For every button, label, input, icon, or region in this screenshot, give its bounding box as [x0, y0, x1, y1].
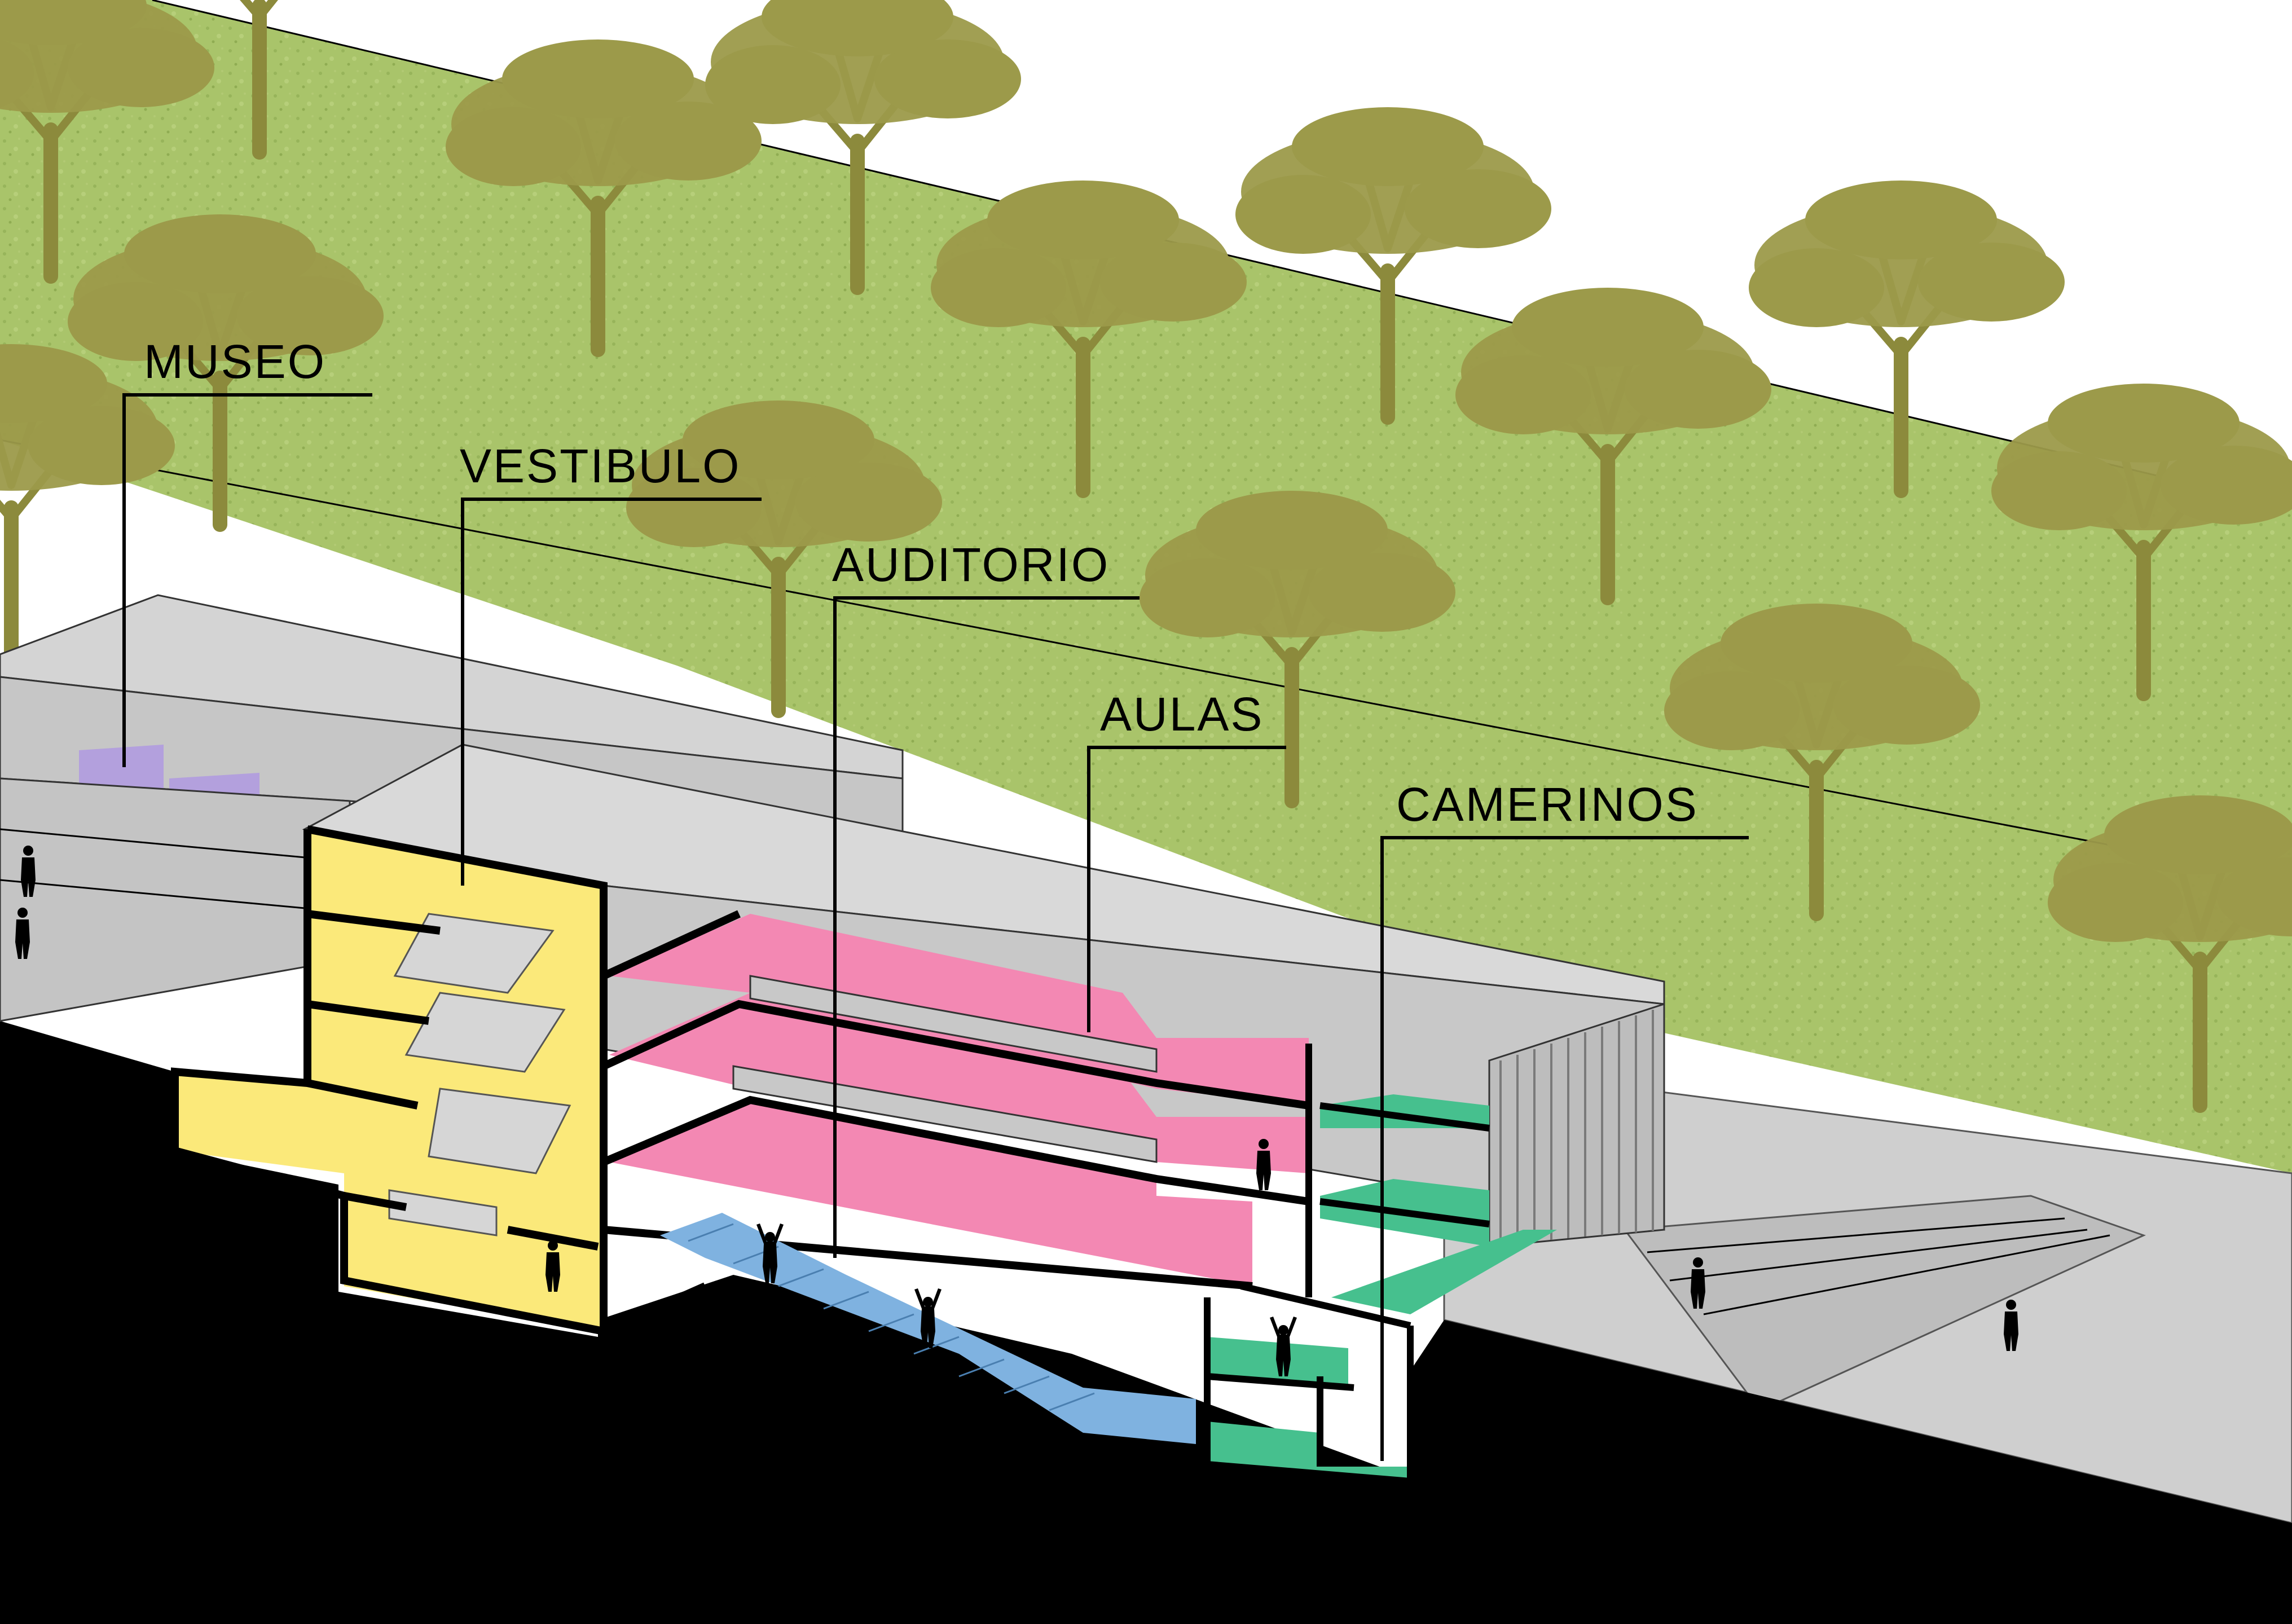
aulas-floor-lower	[609, 1100, 1252, 1286]
auditorio-steps	[688, 1223, 1095, 1411]
label-aulas: AULAS	[1100, 688, 1264, 741]
leader-lines	[122, 393, 1749, 1461]
plaza-steps	[1623, 1195, 2146, 1411]
facade-louvers	[1499, 1010, 1654, 1244]
camerinos-basement-2	[1207, 1421, 1410, 1478]
label-camerinos: CAMERINOS	[1396, 778, 1699, 831]
east-facade	[1488, 1002, 1665, 1248]
aulas-balconies	[732, 975, 1158, 1163]
vestibulo-lower-floor	[175, 1072, 451, 1185]
museo-roof	[0, 594, 904, 780]
vestibulo-outline	[171, 825, 608, 1336]
aulas-floor-middle	[609, 993, 1309, 1173]
camerinos-ramp	[1331, 1230, 1557, 1314]
label-auditorio: AUDITORIO	[832, 538, 1110, 591]
terrain-edge	[0, 439, 2292, 881]
vestibulo-slabs	[306, 910, 599, 1251]
label-vestibulo: VESTIBULO	[460, 439, 741, 492]
ground-section	[0, 1021, 2292, 1624]
label-museo: MUSEO	[144, 335, 326, 388]
auditorio-outline	[600, 1230, 707, 1337]
